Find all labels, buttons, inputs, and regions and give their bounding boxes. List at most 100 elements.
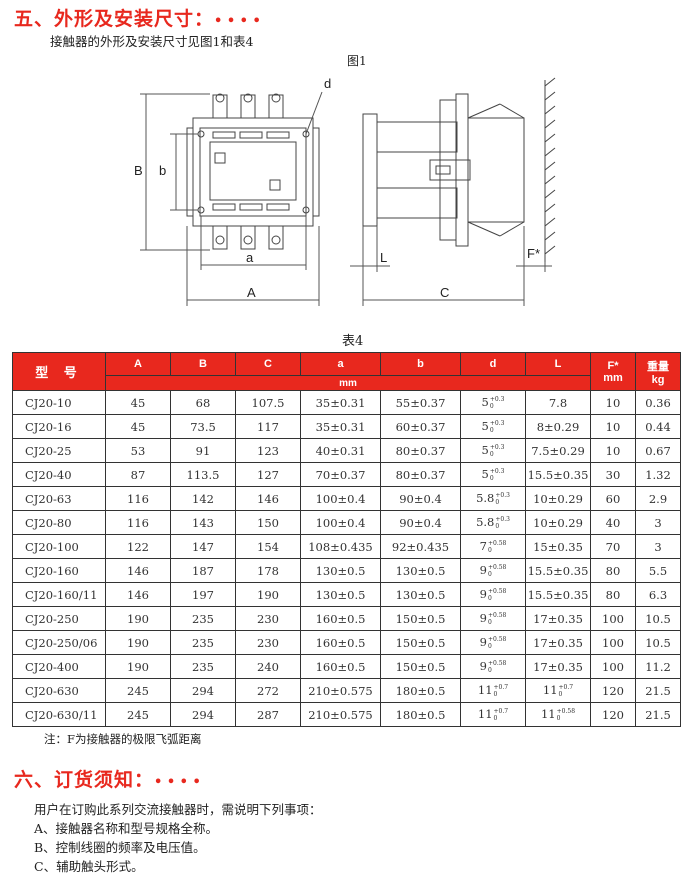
front-window [209, 141, 297, 201]
table-cell-tolerance: 15±0.35 [525, 534, 591, 559]
front-slot-rows [212, 131, 290, 211]
table-cell: 40±0.31 [300, 438, 381, 463]
header-C: C [235, 352, 301, 376]
table-cell: 60 [590, 486, 636, 511]
header-b: b [380, 352, 461, 376]
table-cell: 245 [105, 678, 171, 703]
header-d: d [460, 352, 526, 376]
table-cell-tolerance: 15.5±0.35 [525, 462, 591, 487]
table-cell: 180±0.5 [380, 678, 461, 703]
header-unit-mm: mm [105, 375, 591, 391]
table-cell: 3 [635, 534, 681, 559]
figure-caption: 图1 [347, 54, 367, 68]
table-cell: 197 [170, 582, 236, 607]
mounting-wall [544, 77, 556, 262]
header-B: B [170, 352, 236, 376]
table-cell: 245 [105, 702, 171, 727]
table-cell: 210±0.575 [300, 702, 381, 727]
table-cell: 123 [235, 438, 301, 463]
table-cell: CJ20-630 [12, 678, 106, 703]
table-cell: 10.5 [635, 606, 681, 631]
table-cell: 100±0.4 [300, 510, 381, 535]
label-F: F* [527, 246, 540, 261]
table-cell: 0.44 [635, 414, 681, 439]
table-cell: 294 [170, 702, 236, 727]
table-cell: 35±0.31 [300, 390, 381, 415]
table-cell: 30 [590, 462, 636, 487]
table-cell: 90±0.4 [380, 510, 461, 535]
table-cell: CJ20-80 [12, 510, 106, 535]
table-cell: CJ20-40 [12, 462, 106, 487]
table-cell: 120 [590, 702, 636, 727]
table-cell: 6.3 [635, 582, 681, 607]
table-cell: CJ20-25 [12, 438, 106, 463]
table-cell: 287 [235, 702, 301, 727]
table-cell: 107.5 [235, 390, 301, 415]
header-A: A [105, 352, 171, 376]
table-cell: 116 [105, 510, 171, 535]
table-cell: 90±0.4 [380, 486, 461, 511]
table-cell: 45 [105, 390, 171, 415]
label-d: d [324, 76, 331, 91]
table-cell: CJ20-250 [12, 606, 106, 631]
header-L: L [525, 352, 591, 376]
table-cell: 70 [590, 534, 636, 559]
table-cell: 160±0.5 [300, 654, 381, 679]
table-cell: 240 [235, 654, 301, 679]
table-cell: 45 [105, 414, 171, 439]
order-item-b: B、控制线圈的频率及电压值。 [34, 840, 206, 855]
table-cell: 210±0.575 [300, 678, 381, 703]
front-right-flange [312, 127, 320, 217]
label-A: A [247, 285, 256, 300]
label-C: C [440, 285, 449, 300]
table-cell: 116 [105, 486, 171, 511]
table-cell: 180±0.5 [380, 702, 461, 727]
table-cell: 147 [170, 534, 236, 559]
header-F: F* mm [590, 352, 636, 391]
mounting-holes [197, 130, 310, 214]
table-cell: 130±0.5 [380, 582, 461, 607]
table-cell: 2.9 [635, 486, 681, 511]
table-cell: 154 [235, 534, 301, 559]
table-cell: 143 [170, 510, 236, 535]
table-cell: CJ20-400 [12, 654, 106, 679]
table-cell: CJ20-630/11 [12, 702, 106, 727]
title-dots: • • • • [214, 14, 261, 29]
intro-text: 接触器的外形及安装尺寸见图1和表4 [50, 34, 254, 49]
table-cell: CJ20-63 [12, 486, 106, 511]
order-item-a: A、接触器名称和型号规格全称。 [34, 821, 219, 836]
table-cell: 117 [235, 414, 301, 439]
front-body-inner [199, 127, 307, 217]
table-cell: 11.2 [635, 654, 681, 679]
table-cell: 0.36 [635, 390, 681, 415]
table-cell: CJ20-100 [12, 534, 106, 559]
front-left-flange [186, 127, 194, 217]
table-cell: 10.5 [635, 630, 681, 655]
title-dots: • • • • [154, 775, 201, 790]
side-view [362, 93, 525, 247]
table-cell: 40 [590, 510, 636, 535]
table-cell: 130±0.5 [300, 558, 381, 583]
table-cell: 294 [170, 678, 236, 703]
table-cell: 3 [635, 510, 681, 535]
table-cell: 235 [170, 654, 236, 679]
table-cell: 100 [590, 606, 636, 631]
table-cell: 120 [590, 678, 636, 703]
table-cell: 0.67 [635, 438, 681, 463]
table-cell: 127 [235, 462, 301, 487]
front-bottom-terminals [212, 225, 284, 250]
table-cell: 10 [590, 390, 636, 415]
